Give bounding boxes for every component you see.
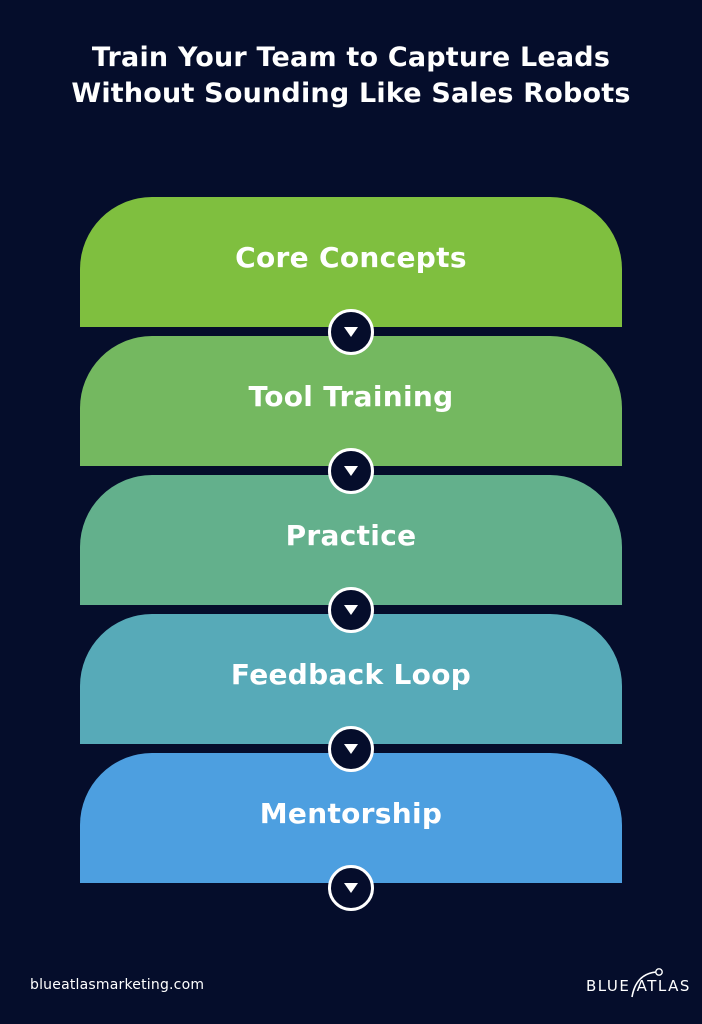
step-label: Tool Training (248, 379, 454, 413)
blue-atlas-logo: BLUE ATLAS (586, 966, 689, 1000)
step-label: Feedback Loop (230, 657, 472, 691)
page-title: Train Your Team to Capture Leads Without… (0, 40, 702, 112)
triangle-down-icon (328, 587, 374, 633)
title-line-2: Without Sounding Like Sales Robots (71, 78, 631, 109)
title-line-1: Train Your Team to Capture Leads (91, 42, 611, 73)
step-label: Practice (285, 518, 417, 552)
step-practice: Practice (80, 475, 622, 605)
step-label: Core Concepts (235, 240, 467, 274)
step-core-concepts: Core Concepts (80, 197, 622, 327)
step-feedback-loop: Feedback Loop (80, 614, 622, 744)
triangle-down-icon (328, 865, 374, 911)
step-label: Mentorship (259, 796, 443, 830)
triangle-down-icon (328, 309, 374, 355)
step-tool-training: Tool Training (80, 336, 622, 466)
triangle-down-icon (328, 726, 374, 772)
atlas-arc-icon (631, 968, 663, 998)
logo-text: BLUE ATLAS (586, 977, 691, 995)
triangle-down-icon (328, 448, 374, 494)
step-mentorship: Mentorship (80, 753, 622, 883)
footer-url: blueatlasmarketing.com (30, 977, 205, 993)
